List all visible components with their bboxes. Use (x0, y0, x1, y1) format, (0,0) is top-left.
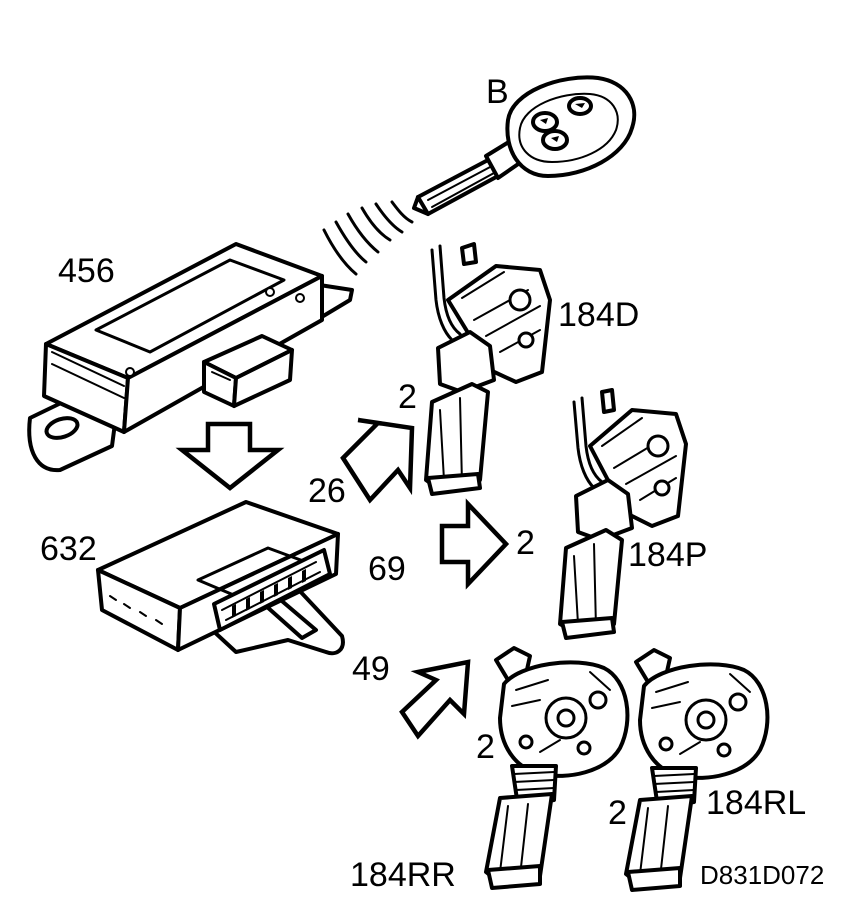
actuator-184rr-qty: 2 (476, 728, 495, 766)
lock-actuator-184rr: 184RR 2 (350, 646, 630, 894)
signal-flow-arrow-passenger (439, 498, 510, 590)
actuator-184rl-label: 184RL (706, 784, 806, 822)
lock-actuator-184p: 184P 2 (516, 388, 707, 640)
actuator-184rr-label: 184RR (350, 856, 456, 894)
signal-flow-arrow-driver (340, 417, 415, 504)
lock-actuator-184d: 184D 2 (398, 242, 639, 496)
signal-flow-arrow-rear (399, 659, 471, 740)
lock-actuator-184rl: 184RL 2 (608, 648, 806, 892)
receiver-unit-456: 456 (27, 242, 354, 473)
wire-count-49: 49 (352, 650, 390, 688)
signal-flow-arrow-down (175, 421, 285, 491)
control-module-label: 632 (40, 530, 97, 568)
actuator-184d-qty: 2 (398, 378, 417, 416)
actuator-184rl-qty: 2 (608, 794, 627, 832)
wire-count-69: 69 (368, 550, 406, 588)
actuator-184p-qty: 2 (516, 524, 535, 562)
actuator-184p-label: 184P (628, 536, 707, 574)
control-module-632: 632 (40, 500, 345, 656)
actuator-184d-label: 184D (558, 296, 639, 334)
radio-signal-waves (322, 200, 414, 276)
figure-id: D831D072 (700, 860, 824, 890)
remote-key: B (412, 73, 637, 216)
key-label: B (486, 73, 509, 111)
receiver-label: 456 (58, 252, 115, 290)
wire-count-26: 26 (308, 472, 346, 510)
